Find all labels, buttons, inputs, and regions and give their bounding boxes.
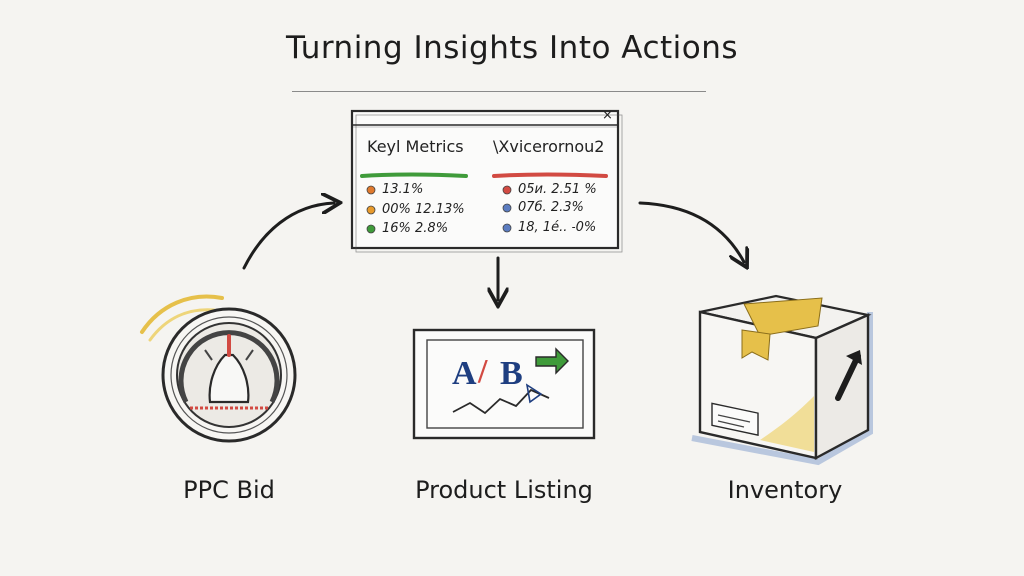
metrics-heading-left: Keyl Metrics (367, 137, 464, 156)
metrics-window (350, 109, 623, 253)
label-inventory: Inventory (727, 476, 843, 504)
green-underline (360, 172, 468, 178)
ab-test-card-icon (412, 328, 596, 440)
arrow-icon (242, 203, 334, 270)
ab-slash: / (478, 353, 488, 390)
bullet-green (366, 224, 376, 234)
bullet-blue-2 (502, 223, 512, 233)
bullet-orange-2 (366, 205, 376, 215)
gauge-dial-icon (140, 294, 297, 443)
metric-right-row-2: 07б. 2.3% (518, 200, 584, 215)
title-divider (292, 91, 706, 92)
diagram-title: Turning Insights Into Actions (285, 30, 739, 66)
box-icon (691, 294, 873, 466)
bullet-blue-1 (502, 203, 512, 213)
metric-right-row-1: 05и. 2.51 % (518, 182, 597, 197)
metric-right-row-3: 18, 1é.. ˗0% (518, 220, 597, 235)
label-ppc-bid: PPC Bid (183, 476, 275, 504)
metrics-heading-right: \Xvicerornou2 (493, 137, 605, 156)
red-underline (492, 172, 608, 178)
ab-letter-b: B (500, 355, 523, 392)
bullet-orange-1 (366, 185, 376, 195)
arrow-icon (638, 201, 744, 262)
ab-letter-a: A (452, 355, 477, 392)
close-icon[interactable]: × (602, 108, 613, 123)
label-product-listing: Product Listing (415, 476, 593, 504)
metric-left-row-1: 13.1% (382, 182, 424, 197)
bullet-red (502, 185, 512, 195)
metric-left-row-3: 16% 2.8% (382, 221, 449, 236)
metric-left-row-2: 00% 12.13% (382, 202, 465, 217)
